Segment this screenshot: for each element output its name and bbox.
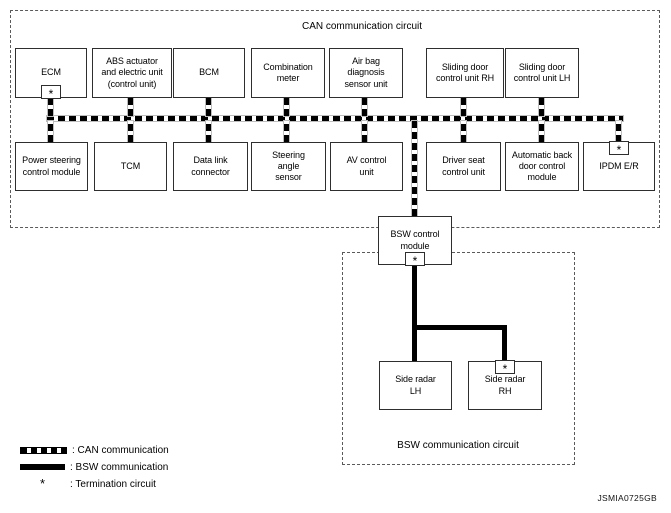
figure-code: JSMIA0725GB	[597, 493, 657, 503]
can-stub-steering-angle-sensor	[284, 121, 289, 142]
node-driver-seat-label: Driver seat control unit	[442, 155, 485, 177]
can-drop-bsw-control	[412, 121, 417, 216]
node-steering-angle-sensor: Steering angle sensor	[251, 142, 326, 191]
can-stub-bcm	[206, 96, 211, 116]
node-sliding-door-rh-label: Sliding door control unit RH	[435, 61, 495, 83]
can-stub-abs	[128, 96, 133, 116]
legend-bsw-label: : BSW communication	[70, 461, 169, 473]
can-stub-ecm	[48, 96, 53, 116]
can-circuit-title: CAN communication circuit	[301, 21, 423, 32]
node-auto-back-door-label: Automatic back door control module	[511, 149, 573, 183]
node-side-radar-lh-label: Side radar LH	[395, 374, 436, 396]
node-power-steering: Power steering control module	[15, 142, 88, 191]
can-stub-combination-meter	[284, 96, 289, 116]
node-sliding-door-lh: Sliding door control unit LH	[505, 48, 579, 98]
legend-row-can: : CAN communication	[20, 443, 169, 457]
can-stub-tcm	[128, 121, 133, 142]
can-stub-sliding-door-lh	[539, 96, 544, 116]
can-line-sample-icon	[20, 446, 67, 454]
bsw-line-sample-icon	[20, 464, 65, 470]
node-side-radar-lh: Side radar LH	[379, 361, 452, 410]
termination-asterisk-icon: *	[405, 252, 425, 266]
node-airbag-diagnosis: Air bag diagnosis sensor unit	[329, 48, 403, 98]
node-ipdm: IPDM E/R *	[583, 141, 655, 191]
can-bus-main-line	[47, 116, 623, 121]
node-bcm-label: BCM	[199, 67, 219, 78]
can-stub-driver-seat	[461, 121, 466, 142]
node-data-link-connector-label: Data link connector	[191, 155, 230, 177]
node-auto-back-door: Automatic back door control module	[505, 142, 579, 191]
can-stub-sliding-door-rh	[461, 96, 466, 116]
node-bsw-control-module: BSW control module *	[378, 216, 452, 266]
node-av-control-unit: AV control unit	[330, 142, 403, 191]
node-side-radar-rh: Side radar RH *	[468, 360, 542, 410]
node-steering-angle-sensor-label: Steering angle sensor	[272, 149, 305, 183]
node-abs-actuator-label: ABS actuator and electric unit (control …	[101, 56, 163, 89]
node-tcm-label: TCM	[120, 160, 141, 171]
legend-row-bsw: : BSW communication	[20, 460, 168, 474]
termination-asterisk-icon: *	[609, 141, 629, 155]
node-side-radar-rh-label: Side radar RH	[484, 374, 526, 396]
termination-asterisk-icon: *	[495, 360, 515, 374]
node-sliding-door-rh: Sliding door control unit RH	[426, 48, 504, 98]
termination-asterisk-icon: *	[39, 476, 46, 491]
node-driver-seat: Driver seat control unit	[426, 142, 501, 191]
node-combination-meter-label: Combination meter	[263, 61, 313, 83]
node-ecm: ECM *	[15, 48, 87, 99]
can-stub-power-steering	[48, 121, 53, 142]
node-ipdm-label: IPDM E/R	[599, 160, 639, 171]
node-airbag-diagnosis-label: Air bag diagnosis sensor unit	[344, 56, 388, 89]
node-combination-meter: Combination meter	[251, 48, 325, 98]
bsw-circuit-title: BSW communication circuit	[397, 440, 519, 451]
bsw-line-to-radar-lh	[412, 263, 417, 361]
node-av-control-unit-label: AV control unit	[346, 155, 387, 177]
bsw-circuit-boundary	[342, 252, 575, 465]
node-bsw-control-module-label: BSW control module	[390, 229, 440, 251]
legend-row-termination: * : Termination circuit	[20, 477, 156, 491]
bsw-line-to-radar-rh	[502, 325, 507, 361]
can-stub-av-control-unit	[362, 121, 367, 142]
node-ecm-label: ECM	[41, 67, 61, 78]
legend-can-label: : CAN communication	[72, 444, 169, 456]
node-data-link-connector: Data link connector	[173, 142, 248, 191]
node-abs-actuator: ABS actuator and electric unit (control …	[92, 48, 172, 98]
legend-termination-label: : Termination circuit	[70, 478, 156, 490]
termination-asterisk-icon: *	[41, 85, 61, 99]
can-stub-airbag	[362, 96, 367, 116]
node-tcm: TCM	[94, 142, 167, 191]
node-bcm: BCM	[173, 48, 245, 98]
can-stub-ipdm	[616, 121, 621, 142]
node-power-steering-label: Power steering control module	[22, 155, 81, 177]
can-stub-data-link-connector	[206, 121, 211, 142]
node-sliding-door-lh-label: Sliding door control unit LH	[513, 61, 571, 83]
can-circuit-boundary	[10, 10, 660, 228]
bsw-branch-line	[412, 325, 507, 330]
can-stub-auto-back-door	[539, 121, 544, 142]
